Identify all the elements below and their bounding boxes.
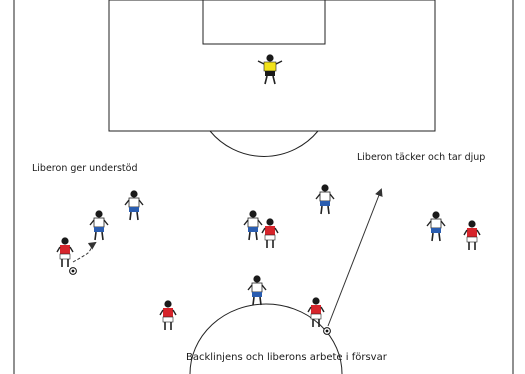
defender-player-4 xyxy=(315,183,335,215)
defender-player-1 xyxy=(89,209,109,241)
movement-arrow-cover xyxy=(327,188,383,327)
ball-left xyxy=(69,267,77,275)
penalty-area xyxy=(108,0,436,132)
attacker-player-2 xyxy=(261,217,279,249)
penalty-arc xyxy=(209,130,319,157)
defender-player-3 xyxy=(243,209,263,241)
goal-area xyxy=(202,0,326,45)
defender-player-6 xyxy=(426,210,446,242)
support-label: Liberon ger understöd xyxy=(32,163,138,174)
attacker-player-3 xyxy=(159,299,177,331)
diagram-caption: Backlinjens och liberons arbete i försva… xyxy=(186,352,387,363)
goalkeeper-player xyxy=(257,53,283,85)
movement-arrow-support xyxy=(72,241,97,263)
attacker-player-5 xyxy=(463,219,481,251)
ball-bottom xyxy=(323,327,331,335)
defender-player-5 xyxy=(247,274,267,306)
defender-player-2 xyxy=(124,189,144,221)
attacker-player-1 xyxy=(56,236,74,268)
attacker-player-4 xyxy=(307,296,325,328)
cover-label: Liberon täcker och tar djup xyxy=(357,152,486,163)
center-circle xyxy=(189,303,343,374)
